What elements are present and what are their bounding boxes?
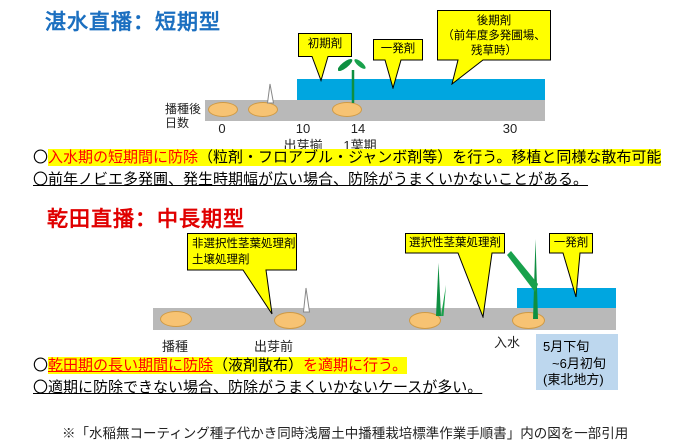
seed xyxy=(208,102,238,117)
callout-selective-shape xyxy=(405,233,505,318)
callout-late-shape xyxy=(437,10,551,85)
tick-30: 30 xyxy=(502,121,518,136)
note1-line1: 〇入水期の短期間に防除（粒剤・フロアブル・ジャンボ剤等）を行う。移植と同様な散布… xyxy=(33,149,662,166)
label-flooding: 入水 xyxy=(494,335,521,350)
note1-line2: 〇前年ノビエ多発圃、発生時期幅が広い場合、防除がうまくいかないことがある。 xyxy=(33,170,589,188)
label-seeding: 播種 xyxy=(162,339,189,354)
diagram1-water-bar xyxy=(297,79,545,100)
sprout-icon xyxy=(507,239,538,319)
label-pre-emergence: 出芽前 xyxy=(254,339,294,354)
diagram2-soil-bar xyxy=(153,308,616,330)
seed xyxy=(160,311,192,327)
seed xyxy=(409,312,441,329)
emerging-shoot-icon xyxy=(302,287,311,313)
notes-block-1: 〇入水期の短期間に防除（粒剤・フロアブル・ジャンボ剤等）を行う。移植と同様な散布… xyxy=(33,147,662,190)
callout-nonselective-shape xyxy=(187,233,297,315)
seed xyxy=(248,102,278,117)
callout-early-shape xyxy=(298,33,352,82)
callout-oneshot2-shape xyxy=(549,233,593,298)
period-box: 5月下旬 ~6月初旬 (東北地方) xyxy=(536,334,618,390)
seedling-icon xyxy=(338,58,366,103)
diagram1-title: 湛水直播：短期型 xyxy=(45,11,221,34)
callout-selective-label: 選択性茎葉処理剤 xyxy=(409,237,501,249)
callout-oneshot-shape xyxy=(373,39,423,89)
sprout-icon xyxy=(436,263,446,316)
note2-line2: 〇適期に防除できない場合、防除がうまくいかないケースが多い。 xyxy=(33,378,483,396)
seed xyxy=(332,102,362,117)
tick-10: 10 xyxy=(295,121,311,136)
diagram2-water-bar xyxy=(517,288,616,308)
diagram1-soil-bar xyxy=(205,100,545,121)
citation-note: ※「水稲無コーティング種子代かき同時浅層土中播種栽培標準作業手順書」内の図を一部… xyxy=(62,426,629,441)
callout-oneshot-label: 一発剤 xyxy=(380,43,416,55)
tick-14: 14 xyxy=(350,121,366,136)
diagram1-axis-label: 播種後 日数 xyxy=(165,102,202,130)
seed xyxy=(274,312,306,329)
emerging-shoot-icon xyxy=(266,83,275,104)
notes-block-2: 〇乾田期の長い期間に防除（液剤散布）を適期に行う。 〇適期に防除できない場合、防… xyxy=(33,355,482,398)
note2-line1: 〇乾田期の長い期間に防除（液剤散布）を適期に行う。 xyxy=(33,357,408,374)
diagram2-title: 乾田直播：中長期型 xyxy=(47,208,245,231)
callout-early-label: 初期剤 xyxy=(307,38,343,50)
callout-oneshot2-label: 一発剤 xyxy=(553,237,589,249)
tick-0: 0 xyxy=(218,121,226,136)
callout-nonselective-label: 非選択性茎葉処理剤 土壌処理剤 xyxy=(192,238,296,266)
callout-late-label: 後期剤 （前年度多発圃場、 残草時） xyxy=(442,15,546,57)
